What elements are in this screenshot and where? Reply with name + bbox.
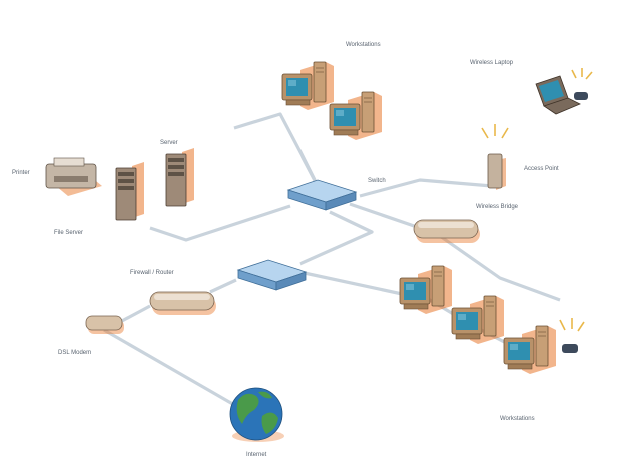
label-dsl-modem: DSL Modem <box>58 350 91 356</box>
wireless-card-icon <box>574 92 588 100</box>
servers-group: Server File Server <box>54 140 195 236</box>
desktop-computer-icon[interactable] <box>329 91 383 141</box>
network-switch-icon <box>237 259 307 291</box>
switch-main[interactable]: Switch <box>287 178 386 211</box>
desktop-computer-icon[interactable] <box>281 61 335 111</box>
network-cables <box>103 112 561 408</box>
workstations-bottom-group: Workstations <box>399 265 585 422</box>
desktop-computer-icon[interactable] <box>399 265 453 315</box>
printer[interactable]: Printer <box>12 157 102 196</box>
wireless-signal-icon <box>571 68 593 80</box>
tower-server-icon[interactable] <box>115 161 145 221</box>
cable-workstation-top-to-switch-2 <box>298 149 320 187</box>
label-file-server: File Server <box>54 230 83 236</box>
label-workstations-top: Workstations <box>346 42 381 48</box>
wireless-card-icon <box>562 344 578 353</box>
cable-switch-to-bridge <box>349 202 421 230</box>
dsl-modem[interactable]: DSL Modem <box>58 315 124 356</box>
cable-switch-to-access-point <box>359 178 493 198</box>
cable-router-to-modem <box>119 304 151 324</box>
cable-servers-to-switch <box>149 204 291 242</box>
wireless-laptop[interactable]: Wireless Laptop <box>470 60 593 115</box>
access-point[interactable]: Access Point <box>481 124 559 190</box>
wireless-bridge[interactable]: Wireless Bridge <box>413 204 519 244</box>
cable-firewall-switch-to-router <box>209 278 237 294</box>
wireless-signal-icon <box>559 318 585 332</box>
wireless-access-point-icon <box>487 153 503 189</box>
label-server: Server <box>160 140 178 146</box>
label-internet: Internet <box>246 452 267 458</box>
router-icon <box>149 291 217 316</box>
firewall-router[interactable]: Firewall / Router <box>130 270 217 316</box>
label-switch-main: Switch <box>368 178 386 184</box>
tower-server-icon[interactable] <box>165 147 195 207</box>
cable-switch-to-firewall-switch <box>299 210 374 266</box>
label-firewall-router: Firewall / Router <box>130 270 174 276</box>
firewall-switch[interactable] <box>237 259 307 291</box>
wireless-signal-icon <box>481 124 509 139</box>
cable-modem-to-internet <box>103 328 237 408</box>
label-wireless-bridge: Wireless Bridge <box>476 204 519 210</box>
label-wireless-laptop: Wireless Laptop <box>470 60 514 66</box>
workstations-top-group: Workstations <box>281 42 383 141</box>
label-workstations-bottom: Workstations <box>500 416 535 422</box>
router-icon <box>413 219 481 244</box>
internet[interactable]: Internet <box>229 387 284 458</box>
desktop-computer-icon[interactable] <box>451 295 505 345</box>
desktop-computer-icon[interactable] <box>503 325 557 375</box>
cable-workstations-top-to-switch <box>233 112 322 191</box>
modem-icon <box>85 315 123 331</box>
label-printer: Printer <box>12 170 30 176</box>
label-access-point: Access Point <box>524 166 559 172</box>
cable-bridge-to-workstations-bottom <box>439 234 561 302</box>
network-switch-icon <box>287 179 357 211</box>
